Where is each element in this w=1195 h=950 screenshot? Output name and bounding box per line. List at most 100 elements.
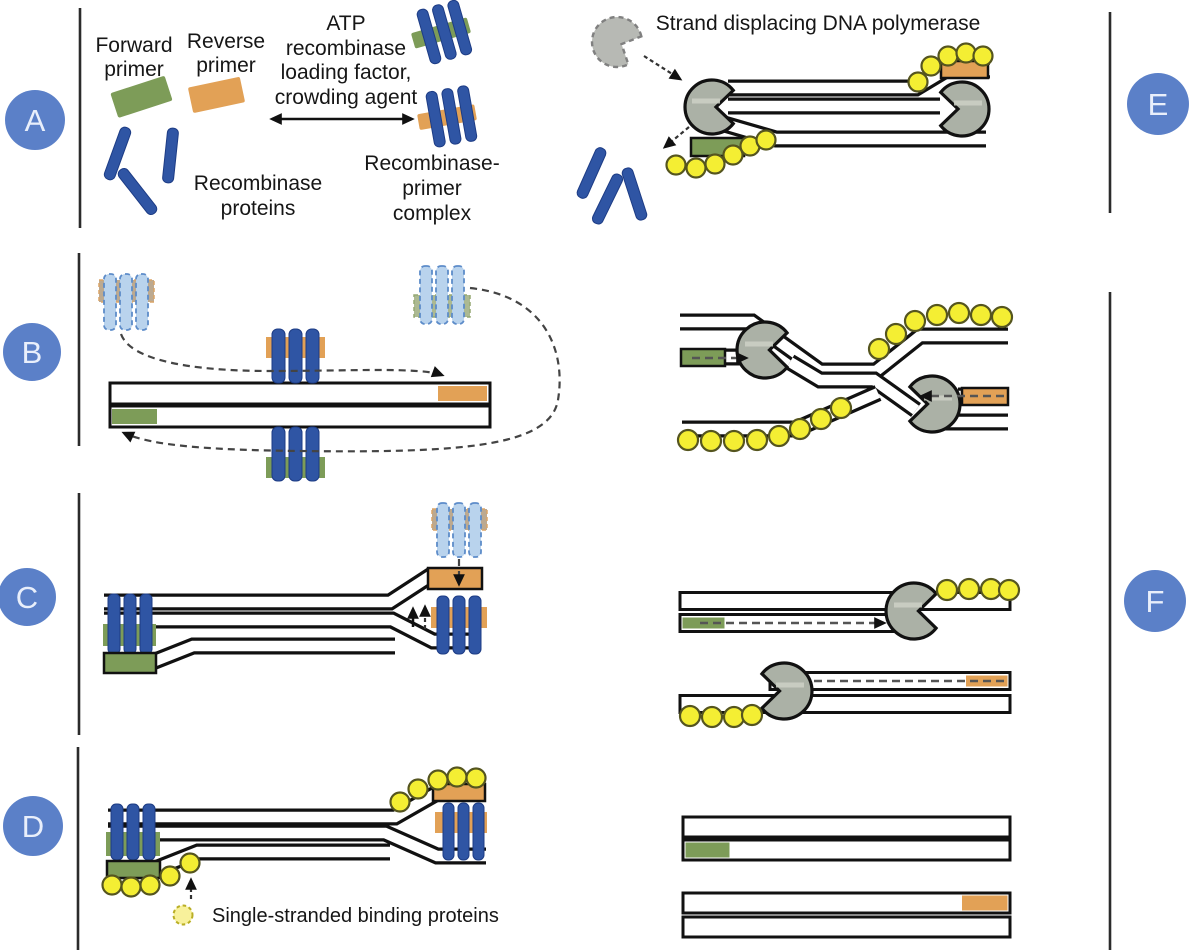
recombinase-complex-reverse	[435, 802, 487, 861]
template-duplex-bottom-strand	[108, 404, 492, 429]
released-recombinase-rods	[576, 147, 648, 225]
recombinase-rod-icon	[472, 802, 485, 861]
ssb-label: Single-stranded binding proteins	[212, 905, 499, 927]
recombinase-primer-complex-forward-icon	[411, 0, 473, 65]
recombinase-primer-complex-label-1: Recombinase-	[364, 152, 499, 175]
recombinase-release-arrow	[662, 126, 690, 149]
ssb-icon	[665, 154, 687, 176]
ssb-icon	[722, 144, 744, 166]
ssb-chain-forward	[665, 129, 777, 179]
ssb-icon	[722, 705, 746, 729]
panel-b-letter: B	[22, 335, 43, 370]
recombinase-rod-icon	[139, 593, 153, 655]
panel-f-structure	[678, 577, 1021, 729]
recombinase-rod-icon	[288, 426, 303, 482]
ssb-icon	[935, 578, 959, 602]
ssb-icon	[159, 865, 181, 887]
ssb-icon	[740, 703, 764, 727]
ssb-icon	[884, 322, 908, 346]
ssb-icon	[920, 55, 942, 77]
forward-primer-segment	[685, 842, 730, 858]
ssb-chain-bottom	[101, 852, 201, 898]
panel-c-structure	[102, 502, 488, 675]
ssb-icon	[955, 42, 977, 64]
reverse-primer-label-2: primer	[196, 54, 256, 77]
reverse-primer-site-segment	[438, 386, 487, 401]
recombinase-rod-icon	[457, 802, 470, 861]
ssb-icon	[990, 305, 1014, 329]
panel-a-letter: A	[25, 103, 46, 138]
faded-complex-reverse-icon	[431, 502, 488, 558]
recombinase-rod-icon	[162, 127, 179, 184]
recombinase-complex-forward	[106, 803, 160, 861]
polymerase-icon	[884, 581, 939, 641]
amplicon-product-1	[681, 815, 1012, 862]
ssb-icon	[755, 129, 777, 151]
ssb-icon	[676, 428, 700, 452]
forward-primer-site-segment	[112, 409, 157, 424]
recombinase-complex-forward	[103, 593, 156, 655]
ssb-icon	[937, 45, 959, 67]
recombinase-rod-icon	[126, 803, 140, 861]
ssb-icon	[745, 428, 769, 452]
ssb-icon	[903, 309, 927, 333]
displaced-strand-forward-primer-icon	[102, 651, 158, 675]
panel-e-badge	[1127, 73, 1189, 135]
ssb-icon	[179, 852, 201, 874]
ssb-icon	[947, 301, 971, 325]
ssb-icon	[957, 577, 981, 601]
ssb-icon	[972, 45, 994, 67]
converging-replication-forks	[676, 301, 1014, 453]
recombinase-rod-icon	[107, 593, 121, 655]
panel-e-letter: E	[1148, 87, 1169, 122]
polymerase-loading-arrow	[643, 55, 683, 81]
panel-f-letter: F	[1146, 584, 1165, 619]
faded-complex-forward-icon	[413, 265, 471, 325]
panel-d-badge	[3, 796, 63, 856]
product-strand	[681, 838, 1012, 862]
recombinase-rod-icon	[457, 85, 478, 142]
amplicon-products	[681, 815, 1012, 939]
ssb-icon	[829, 396, 853, 420]
recombinase-rod-icon	[432, 4, 457, 60]
recombinase-rod-icon	[305, 426, 320, 482]
recombinase-rod-icon	[271, 328, 286, 384]
recombinase-rod-icon	[576, 147, 607, 199]
polymerase-icon	[683, 78, 736, 136]
faded-rod-icon	[419, 265, 433, 325]
recombinase-proteins-label-2: proteins	[221, 197, 296, 220]
recombinase-rod-icon	[425, 90, 446, 148]
recombinase-primer-complex-reverse-icon	[266, 328, 325, 384]
reverse-primer-segment	[962, 895, 1008, 911]
ssb-icon	[678, 704, 702, 728]
panel-b-structure	[98, 265, 561, 482]
panel-a-components: Forward primer Reverse primer Recombinas…	[95, 0, 500, 225]
product-strand	[681, 891, 1012, 915]
template-duplex-top-strand	[108, 381, 492, 406]
ssb-icon	[700, 705, 724, 729]
polymerase-blob-icon	[590, 15, 643, 69]
faded-rod-icon	[451, 265, 465, 325]
ssb-icon	[788, 417, 812, 441]
recombinase-rod-icon	[416, 8, 442, 65]
polymerase-icon	[759, 661, 814, 721]
recombinase-rod-icon	[117, 167, 158, 216]
polymerase-icon	[938, 80, 991, 138]
atp-loading-label-3: loading factor,	[281, 61, 412, 84]
recombinase-rod-icon	[436, 595, 450, 655]
faded-rod-icon	[103, 273, 117, 331]
ssb-icon	[969, 303, 993, 327]
ssb-chain-top	[867, 301, 1014, 361]
forward-primer-label-1: Forward	[95, 34, 172, 57]
recombinase-rod-icon	[271, 426, 286, 482]
panel-badges: A B C D E F	[0, 73, 1189, 856]
elongating-duplex-bottom	[678, 661, 1012, 729]
ssb-chain-reverse	[907, 42, 994, 93]
displaced-strand-reverse-primer-icon	[426, 566, 484, 591]
faded-rod-icon	[135, 273, 149, 331]
ssb-icon	[101, 874, 123, 896]
recombinase-rod-icon	[468, 595, 482, 655]
recombinase-rod-icon	[110, 803, 124, 861]
ssb-legend-icon	[172, 904, 194, 926]
recombinase-proteins-label-1: Recombinase	[194, 172, 322, 195]
